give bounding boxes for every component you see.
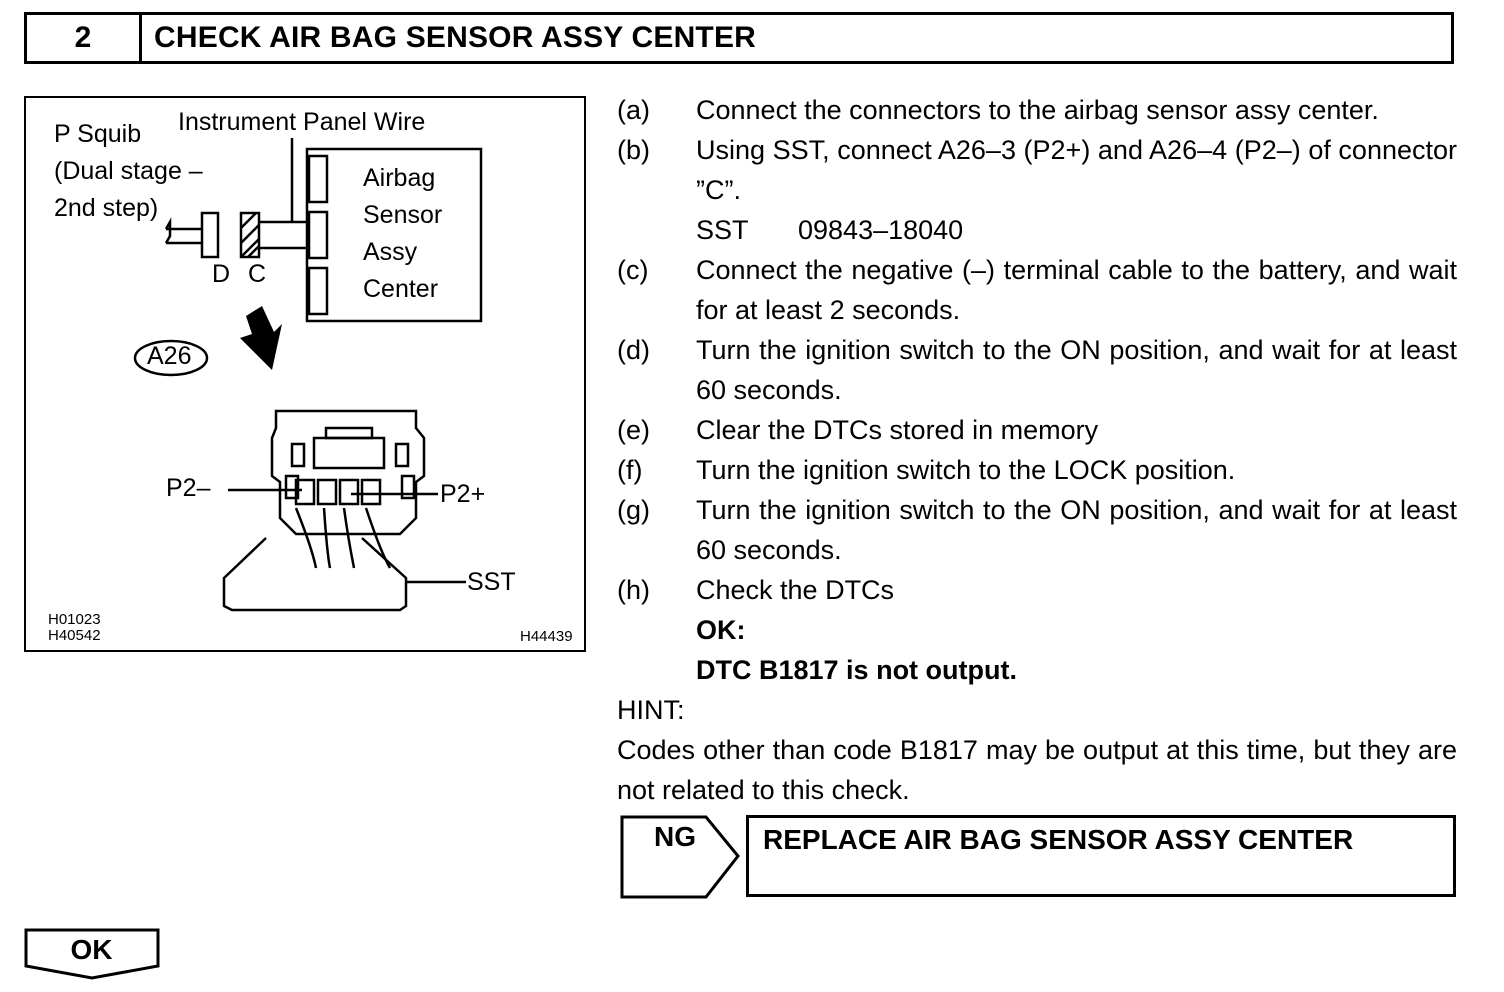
sensor-label-line-2: Sensor — [363, 201, 443, 229]
step-text: Connect the negative (–) terminal cable … — [696, 255, 1457, 325]
connector-c — [239, 211, 261, 259]
sensor-label-line-4: Center — [363, 275, 439, 303]
hint-text: Codes other than code B1817 may be outpu… — [617, 735, 1457, 805]
step-letter: (e) — [617, 415, 650, 445]
figure-codes: H01023 H40542 — [48, 612, 101, 644]
step-header: 2 CHECK AIR BAG SENSOR ASSY CENTER — [24, 12, 1454, 64]
instrument-panel-wire-label: Instrument Panel Wire — [178, 108, 426, 136]
step-letter: (c) — [617, 255, 649, 285]
connector-c-label: C — [248, 260, 267, 288]
step-text: Turn the ignition switch to the ON posit… — [696, 335, 1457, 405]
sst-label: SST — [467, 568, 516, 596]
connector-id-label: A26 — [147, 342, 192, 370]
step-text: Turn the ignition switch to the ON posit… — [696, 495, 1457, 565]
p2-minus-label: P2– — [166, 474, 211, 502]
ng-arrow-shape — [620, 815, 740, 899]
step-text: Connect the connectors to the airbag sen… — [696, 95, 1379, 125]
step-c: (c) Connect the negative (–) terminal ca… — [617, 250, 1457, 330]
ng-branch-button[interactable]: NG — [620, 815, 742, 904]
step-h: (h) Check the DTCs — [617, 570, 1457, 610]
a26-label-outline — [133, 339, 209, 377]
step-letter: (f) — [617, 455, 643, 485]
ok-branch-button[interactable]: OK — [24, 928, 162, 985]
connector-diagram: P Squib (Dual stage – 2nd step) Instrume… — [24, 96, 586, 652]
figure-code-1: H01023 — [48, 611, 101, 628]
diagram-drawing — [133, 138, 483, 612]
step-text: Turn the ignition switch to the LOCK pos… — [696, 455, 1236, 485]
ok-condition-label: OK: — [696, 615, 746, 645]
sensor-label: Airbag Sensor Assy Center — [363, 160, 442, 308]
p-squib-line-2: (Dual stage – — [54, 156, 203, 185]
sst-number-line: SST 09843–18040 — [617, 210, 1457, 250]
step-letter: (h) — [617, 575, 650, 605]
figure-id: H44439 — [520, 628, 573, 645]
sst-tool — [222, 537, 408, 612]
p-squib-line-3: 2nd step) — [54, 193, 159, 222]
sensor-box — [305, 147, 483, 323]
p-squib-label: P Squib (Dual stage – 2nd step) — [54, 120, 203, 222]
ok-arrow-shape — [24, 928, 160, 980]
p-squib-line-1: P Squib — [54, 120, 142, 148]
connector-d-label: D — [212, 260, 231, 288]
step-letter: (d) — [617, 335, 650, 365]
ng-action-box: REPLACE AIR BAG SENSOR ASSY CENTER — [746, 815, 1456, 897]
p2-plus-label: P2+ — [440, 480, 486, 508]
sst-label-text: SST — [696, 215, 749, 245]
step-a: (a) Connect the connectors to the airbag… — [617, 90, 1457, 130]
step-text: Using SST, connect A26–3 (P2+) and A26–4… — [696, 135, 1457, 205]
step-g: (g) Turn the ignition switch to the ON p… — [617, 490, 1457, 570]
ok-condition-text: DTC B1817 is not output. — [696, 655, 1018, 685]
step-b: (b) Using SST, connect A26–3 (P2+) and A… — [617, 130, 1457, 210]
connector-a26-outline — [270, 409, 426, 536]
connector-d — [200, 211, 220, 259]
sensor-label-line-1: Airbag — [363, 164, 436, 192]
figure-code-2: H40542 — [48, 626, 101, 644]
step-letter: (a) — [617, 95, 650, 125]
procedure-steps: (a) Connect the connectors to the airbag… — [617, 90, 1457, 810]
step-f: (f) Turn the ignition switch to the LOCK… — [617, 450, 1457, 490]
step-number: 2 — [27, 15, 142, 61]
hint-label: HINT: — [617, 695, 685, 725]
step-title: CHECK AIR BAG SENSOR ASSY CENTER — [154, 21, 757, 54]
step-letter: (b) — [617, 135, 650, 165]
step-d: (d) Turn the ignition switch to the ON p… — [617, 330, 1457, 410]
ok-label: OK — [70, 934, 113, 965]
arrow-down-icon — [240, 306, 282, 370]
step-text: Check the DTCs — [696, 575, 895, 605]
sst-number: 09843–18040 — [798, 215, 964, 245]
step-text: Clear the DTCs stored in memory — [696, 415, 1099, 445]
ng-label: NG — [654, 821, 696, 852]
step-e: (e) Clear the DTCs stored in memory — [617, 410, 1457, 450]
step-letter: (g) — [617, 495, 650, 525]
sensor-label-line-3: Assy — [363, 238, 418, 266]
